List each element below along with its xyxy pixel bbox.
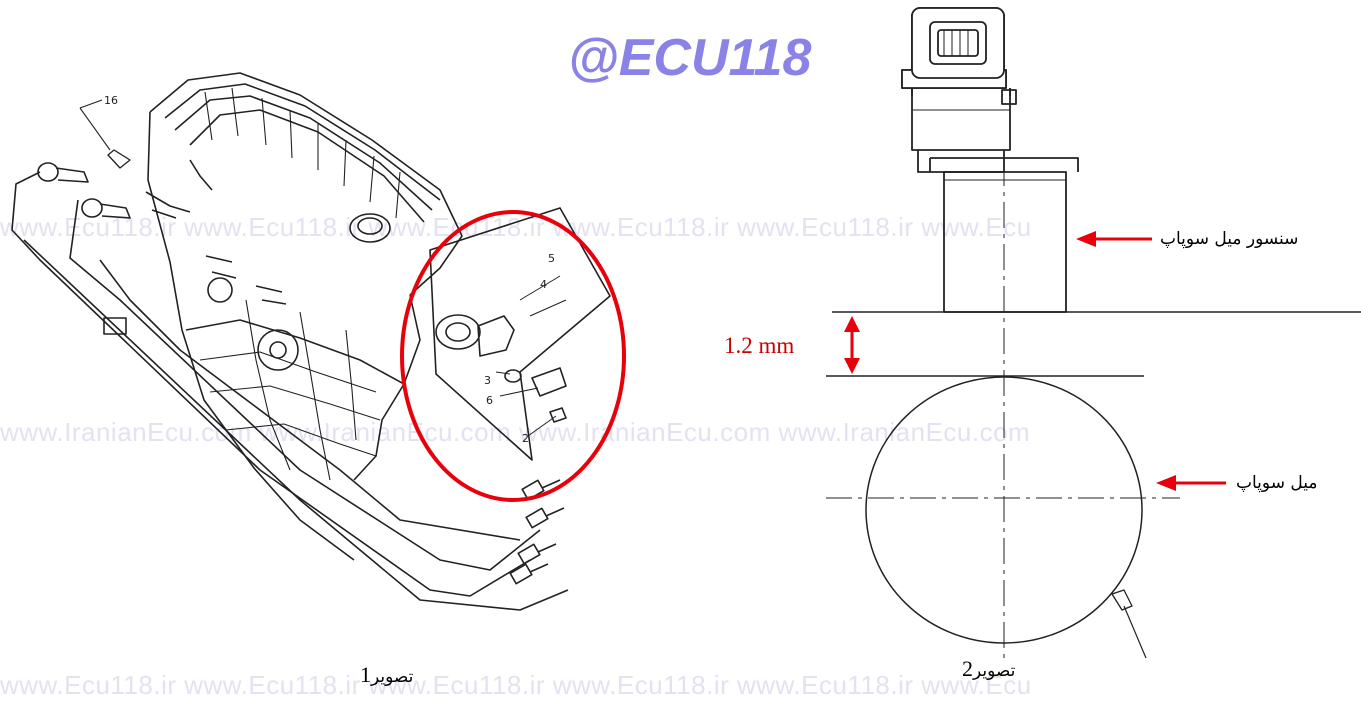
gap-dimension-arrow: [844, 316, 860, 374]
part-number-6: 6: [486, 394, 493, 407]
part-number-16: 16: [104, 94, 118, 107]
figure-2-caption-word: تصویر: [973, 661, 1016, 681]
part-number-3: 3: [484, 374, 491, 387]
sensor-label: سنسور میل سوپاپ: [1160, 229, 1299, 249]
figure-1-caption: 1تصویر: [360, 662, 413, 688]
watermark-logo: @ECU118: [568, 29, 812, 87]
camshaft-label: میل سوپاپ: [1236, 473, 1318, 493]
figure-1-number: 1: [360, 662, 371, 687]
sensor-drawing: [826, 7, 1361, 660]
part-number-labels: 16 5 4 3 6 2: [104, 94, 555, 445]
figure-2-number: 2: [962, 656, 973, 681]
part-number-4: 4: [540, 278, 547, 291]
watermark-row-3: www.Ecu118.ir www.Ecu118.ir www.Ecu118.i…: [0, 670, 1032, 700]
sensor-connector-head: [901, 7, 1011, 96]
engine-drawing: [11, 72, 611, 611]
camshaft-pointer-arrow: [1156, 475, 1226, 491]
part-number-2: 2: [522, 432, 529, 445]
figure-2-caption: 2تصویر: [962, 656, 1015, 682]
figure-1-caption-word: تصویر: [371, 667, 414, 687]
sensor-pointer-arrow: [1076, 231, 1152, 247]
part-number-5: 5: [548, 252, 555, 265]
sensor-location-highlight: [400, 210, 626, 502]
gap-dimension-label: 1.2 mm: [724, 333, 795, 358]
watermark-row-2: www.IranianEcu.com www.IranianEcu.com ww…: [0, 417, 1031, 447]
